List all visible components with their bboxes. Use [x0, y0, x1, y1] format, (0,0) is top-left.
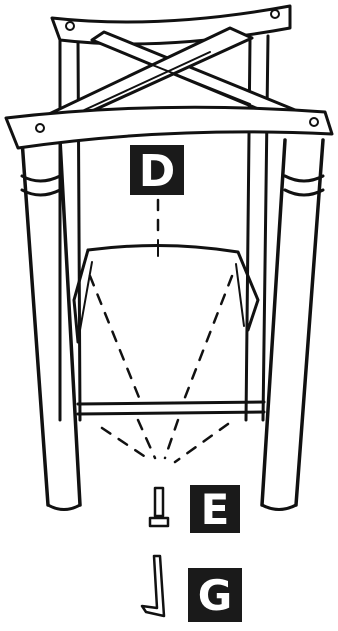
left-back-leg — [58, 36, 82, 422]
label-e-text: E — [201, 485, 230, 534]
hex-key-icon — [140, 554, 166, 618]
label-g-text: G — [198, 571, 232, 620]
assembly-guide-lines — [88, 198, 234, 464]
label-d-text: D — [139, 146, 176, 197]
label-d: D — [130, 145, 184, 197]
label-g: G — [188, 568, 242, 622]
right-front-leg — [260, 138, 325, 511]
label-e: E — [190, 485, 240, 534]
stretcher-ring — [72, 239, 260, 344]
bolt-icon — [148, 486, 170, 528]
bottom-stretcher — [76, 400, 266, 416]
left-front-leg — [20, 138, 82, 511]
crossed-top-frame-icon — [4, 4, 334, 150]
